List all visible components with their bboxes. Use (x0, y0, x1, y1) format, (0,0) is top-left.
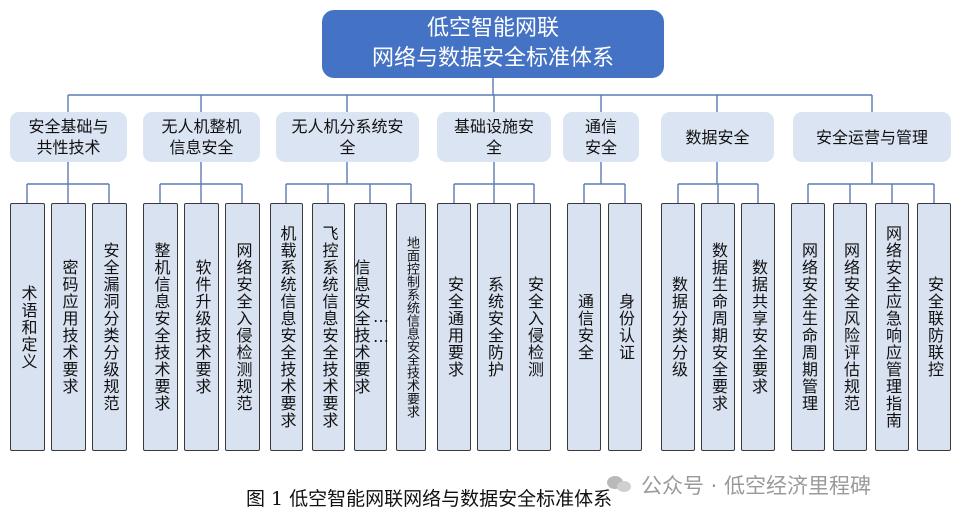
category-communication-security: 通信 安全 (563, 112, 639, 162)
leaf-security-intrusion-detection: 安全入侵检测 (517, 203, 551, 451)
root-title-line1: 低空智能网联 (426, 16, 559, 41)
leaf-general-security-req: 安全通用要求 (437, 203, 471, 451)
figure-caption: 图 1 低空智能网联网络与数据安全标准体系 (246, 488, 613, 510)
leaf-terms-definitions: 术语和定义 (10, 203, 45, 451)
leaf-vulnerability-classification: 安全漏洞分类分级规范 (92, 203, 127, 451)
leaf-security-lifecycle-mgmt: 网络安全生命周期管理 (791, 203, 825, 451)
leaf-software-upgrade: 软件升级技术要求 (184, 203, 219, 451)
leaf-identity-authentication: 身份认证 (608, 203, 642, 451)
leaf-flight-control-system: 飞控系统信息安全技术要求 (312, 203, 345, 451)
category-uav-subsystem-security: 无人机分系统安 全 (276, 112, 419, 162)
leaf-communication-security: 通信安全 (567, 203, 601, 451)
leaf-crypto-application: 密码应用技术要求 (51, 203, 86, 451)
leaf-airborne-system: 机载系统信息安全技术要求 (270, 203, 303, 451)
category-uav-whole-security: 无人机整机 信息安全 (143, 112, 260, 162)
category-infrastructure-security: 基础设施安 全 (437, 112, 551, 162)
leaf-emergency-response: 网络安全应急响应管理指南 (875, 203, 909, 451)
leaf-data-classification: 数据分类分级 (661, 203, 695, 451)
category-data-security: 数据安全 (661, 112, 774, 162)
watermark: 公众号 · 低空经济里程碑 (607, 470, 871, 500)
category-security-operations: 安全运营与管理 (793, 112, 951, 162)
leaf-ground-control-system: 地面控制系统信息安全技术要求 (396, 203, 426, 451)
root-title-line2: 网络与数据安全标准体系 (371, 46, 614, 71)
leaf-system-protection: 系统安全防护 (477, 203, 511, 451)
leaf-other-system: …… 信息安全技术要求 (352, 203, 391, 451)
leaf-data-sharing: 数据共享安全要求 (741, 203, 775, 451)
watermark-text: 公众号 · 低空经济里程碑 (641, 474, 872, 498)
category-security-basics: 安全基础与 共性技术 (10, 112, 127, 162)
root-node: 低空智能网联 网络与数据安全标准体系 (322, 10, 664, 78)
wechat-icon (607, 474, 633, 496)
leaf-data-lifecycle: 数据生命周期安全要求 (701, 203, 735, 451)
leaf-intrusion-detection-spec: 网络安全入侵检测规范 (225, 203, 260, 451)
leaf-risk-assessment: 网络安全风险评估规范 (833, 203, 867, 451)
leaf-whole-info-security: 整机信息安全技术要求 (143, 203, 178, 451)
leaf-joint-defense: 安全联防联控 (917, 203, 951, 451)
